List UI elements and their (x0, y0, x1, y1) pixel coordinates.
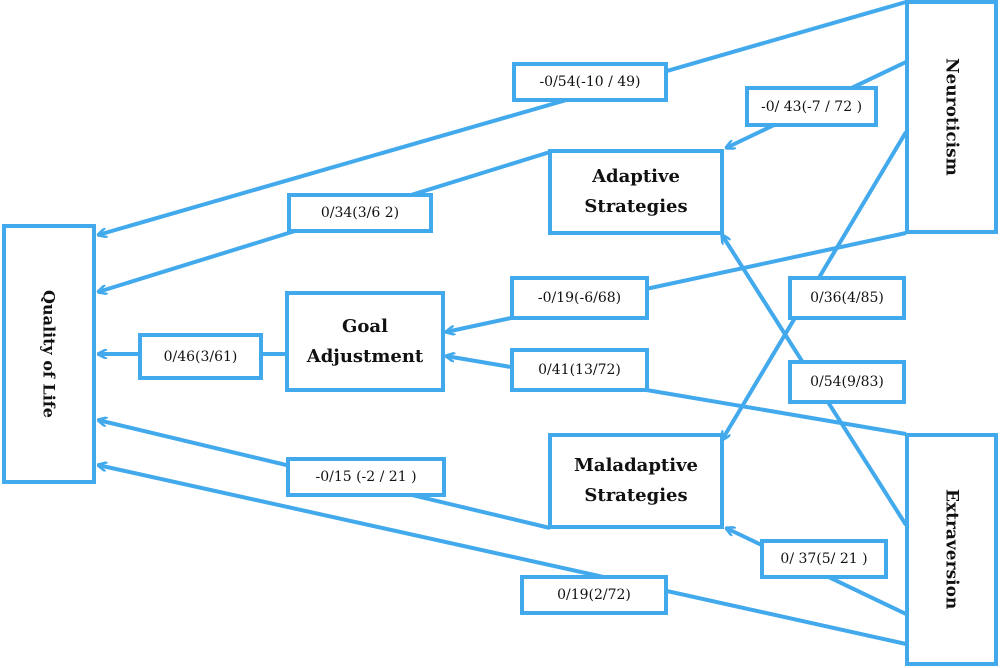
node-quality-of-life: Quality of Life (2, 224, 96, 484)
path-label-adaptive-to-quality-of-life: 0/34(3/6 2) (287, 193, 433, 233)
path-label-neuroticism-to-quality-of-life: -0/54(-10 / 49) (512, 62, 668, 102)
path-label-extraversion-to-maladaptive: 0/ 37(5/ 21 ) (760, 539, 888, 579)
node-goal-adjustment: Goal Adjustment (285, 291, 445, 392)
path-label-neuroticism-to-goal-adjustment: -0/19(-6/68) (510, 276, 649, 320)
node-adaptive-strategies: Adaptive Strategies (548, 149, 724, 235)
path-label-extraversion-to-goal-adjustment: 0/41(13/72) (510, 348, 649, 392)
path-label-extraversion-to-quality-of-life: 0/19(2/72) (520, 575, 668, 615)
path-label-goal-adjustment-to-quality-of-life: 0/46(3/61) (138, 333, 263, 380)
path-label-neuroticism-to-maladaptive: 0/36(4/85) (788, 276, 906, 320)
node-extraversion: Extraversion (905, 433, 998, 666)
path-label-maladaptive-to-quality-of-life: -0/15 (-2 / 21 ) (286, 457, 446, 497)
arrow-extraversion-to-quality-of-life (98, 465, 907, 646)
arrow-neuroticism-to-quality-of-life (98, 0, 907, 235)
node-maladaptive-strategies: Maladaptive Strategies (548, 433, 724, 529)
path-label-neuroticism-to-adaptive: -0/ 43(-7 / 72 ) (745, 86, 878, 127)
path-label-extraversion-to-adaptive: 0/54(9/83) (788, 360, 906, 404)
node-neuroticism: Neuroticism (905, 0, 998, 234)
